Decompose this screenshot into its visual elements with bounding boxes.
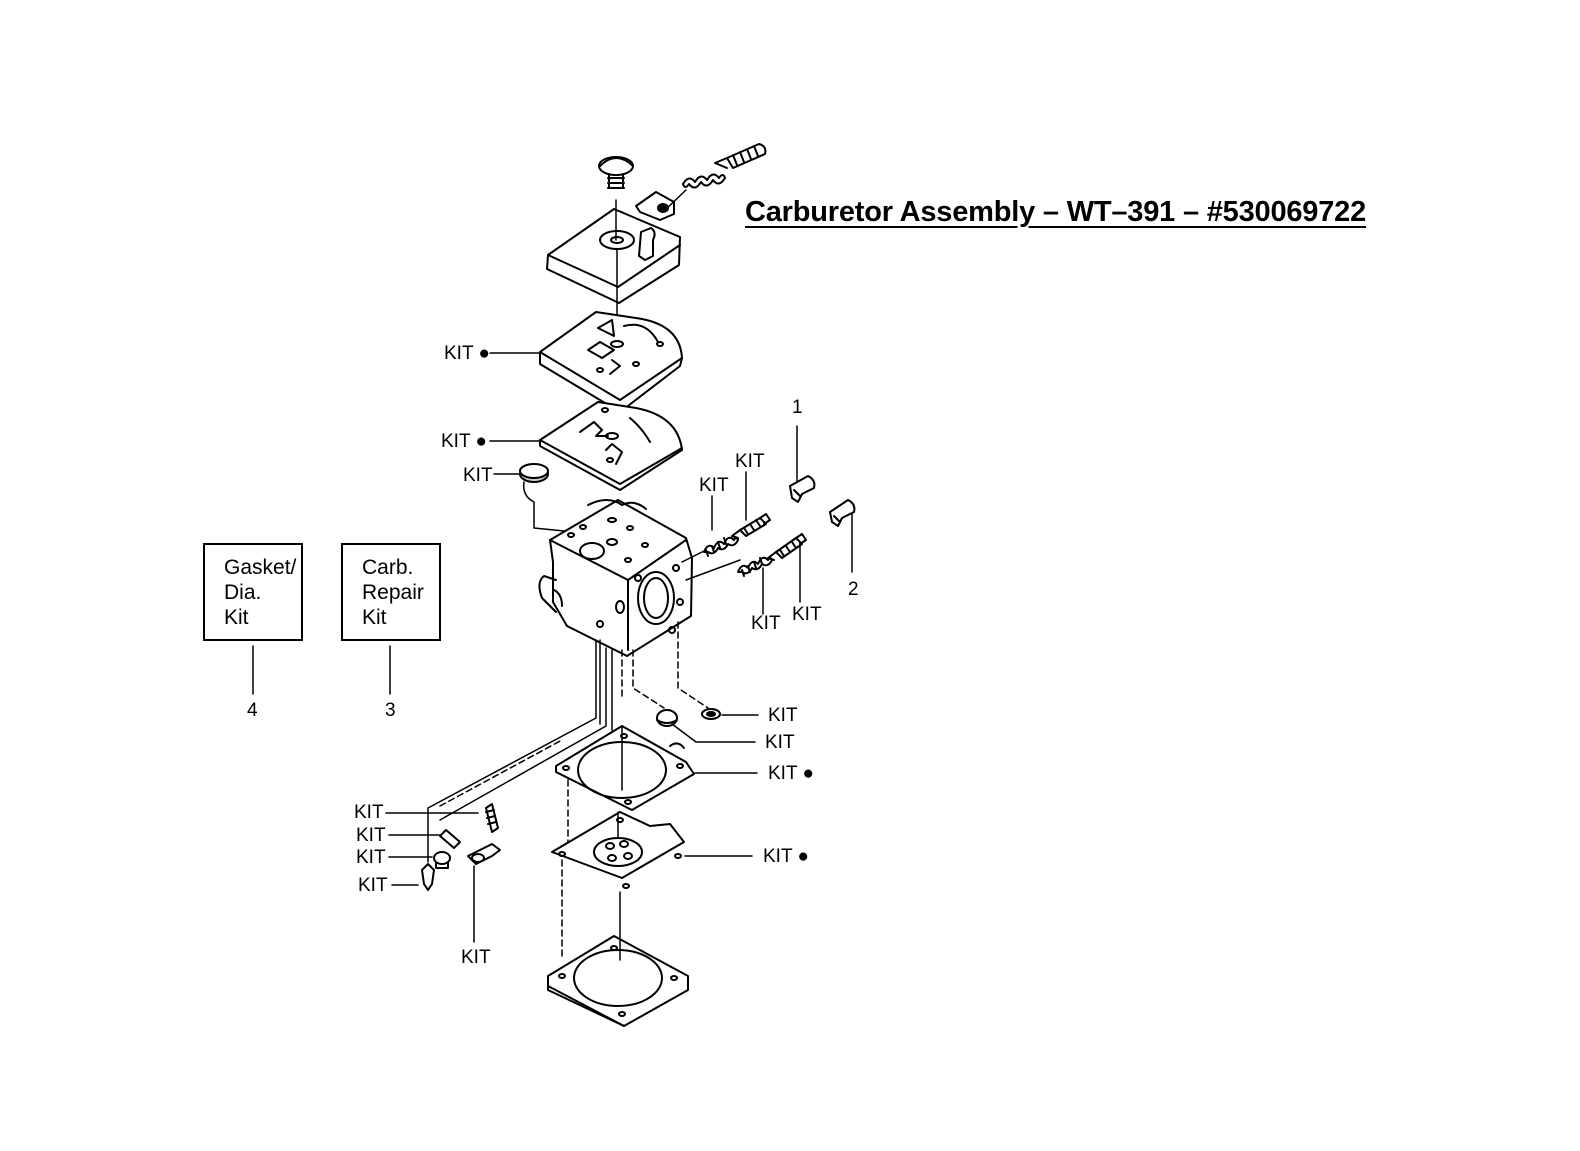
- kit-box-line: Kit: [224, 606, 249, 629]
- lever-pin-part: [439, 829, 461, 849]
- kit-dot-callout: KIT ●: [763, 846, 809, 867]
- kit-callout: KIT: [461, 947, 491, 968]
- item-number-2: 2: [848, 579, 859, 600]
- idle-needle-part: [731, 513, 771, 539]
- kit-box-line: Carb.: [362, 556, 414, 579]
- idle-needle-spring-part: [703, 536, 739, 557]
- item-number-4: 4: [247, 700, 258, 721]
- kit-dot-callout: KIT ●: [768, 763, 814, 784]
- high-speed-needle-part: [682, 143, 767, 189]
- kit-box-line: Repair: [362, 581, 424, 604]
- kit-box-line: Kit: [362, 606, 387, 629]
- gasket-dia-kit-box: Gasket/ Dia. Kit: [203, 543, 303, 641]
- carb-repair-kit-box: Carb. Repair Kit: [341, 543, 441, 641]
- kit-callout: KIT: [792, 604, 822, 625]
- kit-callout: KIT: [356, 825, 386, 846]
- kit-dot-callout: KIT ●: [441, 431, 487, 452]
- leader-lines: [252, 352, 853, 943]
- pump-gasket-part: [539, 311, 683, 413]
- check-valve-part: [701, 708, 721, 720]
- metering-lever-part: [467, 843, 501, 865]
- inlet-lever-spring-part: [485, 803, 499, 833]
- kit-callout: KIT: [354, 802, 384, 823]
- kit-callout: KIT: [751, 613, 781, 634]
- cover-plate-part: [546, 208, 681, 331]
- pump-diaphragm-part: [539, 401, 683, 491]
- metering-gasket-part: [555, 725, 695, 811]
- lever-screw-part: [433, 851, 451, 869]
- kit-callout: KIT: [735, 451, 765, 472]
- kit-box-line: Gasket/: [224, 556, 297, 579]
- metering-cover-part: [547, 935, 689, 1027]
- kit-dot-callout: KIT ●: [444, 343, 490, 364]
- item-number-1: 1: [792, 397, 803, 418]
- item-number-3: 3: [385, 700, 396, 721]
- cover-screw-part: [598, 156, 634, 189]
- limiter-cap-1-part: [789, 475, 816, 503]
- kit-callout: KIT: [356, 847, 386, 868]
- diagram-title: Carburetor Assembly – WT–391 – #53006972…: [745, 196, 1367, 228]
- inlet-screen-part: [519, 463, 615, 537]
- carburetor-body-part: [538, 499, 693, 657]
- welch-plug-part: [656, 709, 678, 727]
- main-needle-part: [767, 533, 807, 561]
- main-spring-part: [737, 556, 773, 577]
- kit-callout: KIT: [358, 875, 388, 896]
- kit-callout: KIT: [463, 465, 493, 486]
- kit-box-line: Dia.: [224, 581, 262, 604]
- kit-callout: KIT: [768, 705, 798, 726]
- kit-callout: KIT: [765, 732, 795, 753]
- kit-callout: KIT: [699, 475, 729, 496]
- inlet-needle-part: [421, 863, 435, 891]
- limiter-cap-2-part: [829, 499, 856, 527]
